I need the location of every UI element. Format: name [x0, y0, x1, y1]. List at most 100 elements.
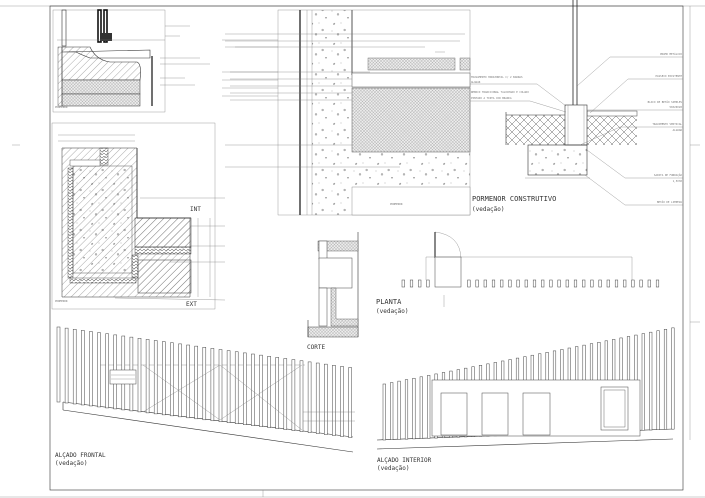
fence-post	[251, 353, 255, 426]
fence-post	[137, 338, 142, 413]
fence-post	[56, 326, 61, 403]
fence-post	[467, 279, 471, 288]
corte-drawing: CORTE	[307, 232, 359, 351]
fence-post	[210, 348, 215, 422]
alcado-frontal: ALÇADO FRONTAL (vedação)	[55, 326, 355, 467]
fence-post	[283, 358, 288, 430]
fence-post	[427, 375, 431, 439]
alcado-interior-subtitle: (vedação)	[377, 465, 410, 472]
label-betao-limpeza: BETÃO DE LIMPEZA	[657, 199, 682, 204]
fence-post	[419, 376, 423, 439]
fence-post	[291, 359, 296, 431]
fence-post	[565, 279, 569, 288]
fence-post	[178, 343, 182, 418]
fence-post	[590, 279, 594, 288]
gate-panels	[142, 364, 355, 431]
fence-post	[348, 367, 352, 438]
fence-post	[299, 360, 304, 432]
fence-post	[606, 279, 610, 288]
pormenor-construtivo: PRUMO METÁLICO PASSEIO EXISTENTE BLOCO D…	[470, 0, 683, 213]
fence-post	[186, 344, 190, 419]
window-1	[440, 392, 468, 436]
fence-post	[524, 279, 528, 288]
fence-post	[340, 366, 344, 437]
alcado-frontal-title: ALÇADO FRONTAL	[55, 452, 106, 459]
plan-posts	[401, 279, 660, 288]
fence-post	[532, 279, 537, 288]
label-bloco: BLOCO DE BETÃO SIMPLES	[648, 99, 683, 104]
fence-post	[557, 279, 561, 288]
fence-post	[226, 350, 231, 424]
fence-post	[647, 279, 651, 288]
alcado-interior-title: ALÇADO INTERIOR	[377, 457, 432, 464]
svg-text:PORMENOR: PORMENOR	[390, 202, 403, 206]
fence-post	[401, 279, 405, 288]
label-sapata: SAPATA DE FUNDAÇÃO	[654, 172, 683, 177]
fence-post	[105, 333, 109, 409]
fence-post	[500, 279, 504, 288]
fence-post	[649, 331, 653, 431]
fence-post	[72, 329, 77, 405]
fence-post	[243, 352, 247, 425]
int-label: INT	[190, 206, 201, 213]
label-reboco: REBOCO TRADICIONAL TALOCHADO E COLADO	[471, 90, 529, 94]
meter-box	[600, 386, 629, 431]
fence-post	[89, 331, 93, 407]
fence-post	[307, 361, 312, 433]
fence-post	[332, 365, 336, 436]
fence-post	[655, 279, 660, 288]
label-travamento-vertical: TRAVAMENTO VERTICAL	[652, 122, 682, 126]
sheet-frame	[0, 5, 705, 498]
fence-post	[81, 330, 85, 406]
fence-post	[97, 332, 101, 408]
fence-post	[412, 377, 416, 440]
fence-post	[162, 341, 166, 416]
label-reboco-2: PINTADO A TINTA COR BRANCA	[471, 96, 512, 100]
fence-post	[153, 340, 158, 415]
label-travamento-horizontal: TRAVAMENTO HORIZONTAL C/ 2 BARRAS	[471, 75, 523, 79]
fence-post	[267, 356, 271, 428]
wall-plan-detail: PORMENOR INT EXT	[51, 122, 226, 310]
fence-post	[671, 327, 675, 430]
fence-post	[549, 279, 553, 288]
fence-post	[64, 327, 69, 404]
label-travamento-vertical-2: ALGUAR	[673, 128, 683, 132]
planta-drawing: PLANTA (vedação)	[376, 231, 660, 315]
fence-post	[541, 279, 545, 288]
fence-post	[382, 383, 386, 441]
fence-post	[315, 362, 320, 434]
label-travamento-horizontal-2: ALGUAR	[471, 80, 481, 84]
fence-post	[275, 357, 279, 429]
fence-post	[641, 333, 645, 431]
planta-subtitle: (vedação)	[376, 308, 409, 315]
fence-post	[663, 329, 668, 430]
fence-post	[582, 279, 586, 288]
fence-post	[259, 354, 263, 427]
label-passeio: PASSEIO EXISTENTE	[655, 74, 682, 78]
fence-post	[390, 382, 394, 440]
label-prumo: PRUMO METÁLICO	[660, 51, 682, 56]
fence-post	[491, 279, 496, 288]
section-detail: PORMENOR	[225, 9, 471, 216]
fence-post	[404, 379, 409, 440]
fence-post	[409, 279, 414, 288]
fence-post	[202, 347, 207, 421]
alcado-interior: ALÇADO INTERIOR (vedação)	[376, 327, 675, 472]
pormenor-title: PORMENOR CONSTRUTIVO	[472, 195, 556, 203]
fence-post	[623, 279, 627, 288]
fence-post	[475, 279, 479, 288]
window-2	[481, 392, 509, 436]
fence-post	[483, 279, 487, 288]
fence-post	[598, 279, 602, 288]
fence-post	[397, 380, 401, 440]
fence-post	[631, 279, 635, 288]
window-3	[522, 392, 551, 436]
svg-text:PORMENOR: PORMENOR	[55, 299, 68, 303]
pormenor-subtitle: (vedação)	[472, 206, 505, 213]
corte-title: CORTE	[307, 344, 325, 351]
fence-post	[639, 279, 643, 288]
planta-title: PLANTA	[376, 298, 402, 306]
fence-post	[170, 342, 174, 417]
fence-post	[508, 279, 512, 288]
